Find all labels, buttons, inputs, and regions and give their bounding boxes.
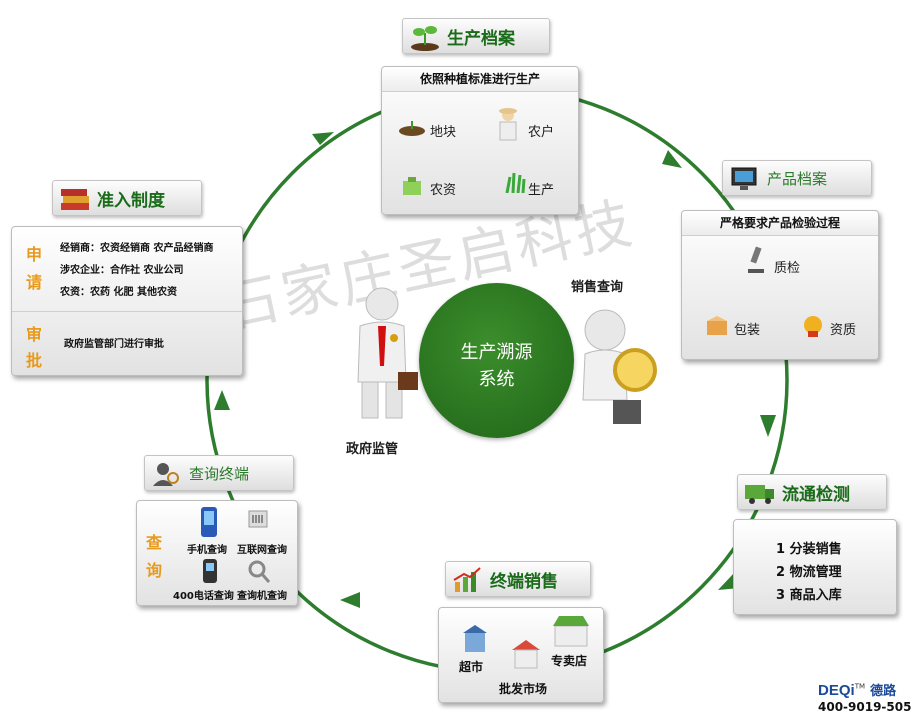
query-terminal-panel: 查 询 手机查询 互联网查询 400电话查询 查询机查询: [136, 500, 298, 606]
mobile-query-label: 手机查询: [187, 545, 227, 556]
circulation-item: 2 物流管理: [776, 565, 842, 580]
sales-query-figure: [582, 309, 657, 424]
access-system-tag: 准入制度: [52, 180, 202, 216]
approve-side-char: 审: [26, 325, 43, 344]
apply-line: 经销商：农资经销商 农产品经销商: [60, 243, 214, 254]
person-magnifier-icon: [153, 463, 179, 486]
query-side-char: 查: [146, 533, 163, 552]
package-icon: [707, 316, 727, 335]
sales-query-label: 销售查询: [571, 280, 624, 295]
production-file-panel: 依照种植标准进行生产 地块 农户 生产 农资: [381, 66, 579, 215]
product-file-title: 产品档案: [767, 169, 828, 188]
approve-line: 政府监管部门进行审批: [64, 339, 164, 350]
produce-label: 生产: [528, 183, 555, 198]
circulation-title: 流通检测: [782, 484, 850, 505]
microscope-icon: [748, 246, 764, 273]
certificate-icon: [804, 316, 822, 337]
wholesale-label: 批发市场: [499, 682, 548, 696]
supermarket-icon: [463, 625, 487, 652]
store-icon: [553, 616, 589, 647]
terminal-sales-title: 终端销售: [490, 571, 558, 592]
terminal-sales-panel: 超市 批发市场 专卖店: [438, 607, 604, 703]
field-label: 地块: [430, 125, 457, 140]
internet-icon: [248, 510, 268, 528]
kiosk-query-label: 查询机查询: [237, 591, 287, 602]
production-file-tag: 生产档案: [402, 18, 550, 54]
monitor-icon: [731, 167, 757, 190]
product-file-panel: 严格要求产品检验过程 质检 包装 资质: [681, 210, 879, 360]
internet-query-label: 互联网查询: [237, 545, 287, 556]
ring-arrow: [312, 132, 334, 145]
approve-side-char: 批: [26, 351, 43, 370]
access-system-title: 准入制度: [97, 190, 165, 211]
ring-arrow: [214, 390, 230, 410]
circulation-panel: 1 分装销售 2 物流管理 3 商品入库: [733, 519, 897, 615]
apply-side-char: 请: [26, 273, 43, 292]
soil-icon: [399, 121, 425, 136]
center-subtitle: 系统: [478, 369, 515, 390]
product-file-tag: 产品档案: [722, 160, 872, 196]
crop-icon: [505, 172, 526, 193]
brand-phone: 400-9019-505: [818, 700, 912, 714]
panel-divider: [12, 311, 242, 312]
brand-tm: TM: [854, 682, 866, 691]
apply-line: 涉农企业：合作社 农业公司: [60, 265, 184, 276]
brand-logo-text: DEQi: [818, 682, 855, 699]
growth-chart-icon: [453, 567, 481, 592]
production-file-subtitle: 依照种植标准进行生产: [382, 67, 578, 92]
phone-query-label: 400电话查询: [173, 591, 234, 602]
mobile-phone-icon: [201, 507, 217, 537]
truck-icon: [745, 485, 774, 504]
books-icon: [61, 189, 89, 210]
center-circle: 生产溯源 系统: [419, 283, 574, 438]
telephone-icon: [203, 559, 217, 583]
ring-arrow: [340, 592, 360, 608]
qualify-label: 资质: [830, 323, 857, 338]
brand-name: 德路: [870, 684, 897, 699]
brand-logo: DEQiTM 德路: [818, 680, 896, 699]
supermarket-label: 超市: [459, 660, 484, 674]
package-label: 包装: [734, 323, 761, 338]
query-side-char: 询: [146, 561, 163, 580]
circulation-item: 3 商品入库: [776, 588, 842, 603]
product-file-subtitle: 严格要求产品检验过程: [682, 211, 878, 236]
farmer-label: 农户: [528, 125, 555, 140]
production-file-title: 生产档案: [447, 28, 515, 49]
ring-arrow: [760, 415, 776, 437]
government-label: 政府监管: [346, 442, 399, 457]
market-stall-icon: [512, 640, 540, 669]
query-terminal-tag: 查询终端: [144, 455, 294, 491]
apply-side-char: 申: [26, 245, 43, 264]
ring-arrow: [662, 150, 682, 168]
government-officer-figure: [357, 287, 418, 419]
access-system-panel: 申 请 经销商：农资经销商 农产品经销商 涉农企业：合作社 农业公司 农资：农药…: [11, 226, 243, 376]
seedling-icon: [411, 26, 439, 51]
terminal-sales-tag: 终端销售: [445, 561, 591, 597]
supplies-label: 农资: [430, 183, 457, 198]
farmer-icon: [499, 108, 517, 141]
query-terminal-title: 查询终端: [189, 464, 250, 483]
inspect-label: 质检: [774, 261, 801, 276]
apply-line: 农资：农药 化肥 其他农资: [60, 287, 177, 298]
circulation-item: 1 分装销售: [776, 542, 842, 557]
store-label: 专卖店: [551, 654, 588, 668]
kiosk-icon: [248, 560, 271, 583]
supplies-icon: [403, 177, 421, 195]
circulation-tag: 流通检测: [737, 474, 887, 510]
center-title: 生产溯源: [460, 342, 533, 363]
